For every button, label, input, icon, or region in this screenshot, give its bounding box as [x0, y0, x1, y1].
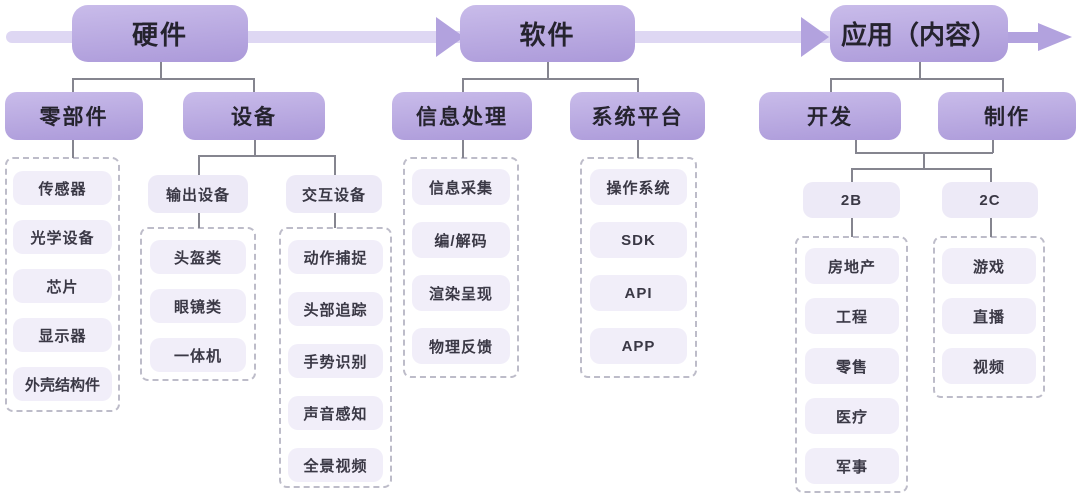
output-group-outline	[140, 227, 256, 381]
list-item: 渲染呈现	[412, 275, 510, 311]
list-item: 头部追踪	[288, 292, 383, 326]
connector-line	[72, 139, 74, 158]
connector-line	[851, 168, 853, 183]
node-2c: 2C	[942, 182, 1038, 218]
list-item: 工程	[805, 298, 899, 334]
node-devices: 设备	[183, 92, 325, 140]
connector-line	[851, 168, 991, 170]
list-item: SDK	[590, 222, 687, 258]
b2c-group-outline	[933, 236, 1045, 398]
connector-line	[1002, 78, 1004, 93]
node-components: 零部件	[5, 92, 143, 140]
components-group-outline	[5, 157, 120, 412]
list-item: 一体机	[150, 338, 246, 372]
list-item: 显示器	[13, 318, 112, 352]
info-group-outline	[403, 157, 519, 378]
connector-line	[830, 78, 1003, 80]
list-item: 军事	[805, 448, 899, 484]
connector-line	[254, 139, 256, 156]
arrow-right-icon	[436, 17, 464, 57]
arrow-right-icon	[801, 17, 829, 57]
connector-line	[72, 78, 253, 80]
stage-hardware: 硬件	[72, 5, 248, 62]
list-item: 光学设备	[13, 220, 112, 254]
connector-line	[160, 60, 162, 78]
node-development: 开发	[759, 92, 901, 140]
list-item: 房地产	[805, 248, 899, 284]
connector-line	[990, 217, 992, 237]
connector-line	[855, 139, 857, 153]
connector-line	[72, 78, 74, 93]
node-system-platform: 系统平台	[570, 92, 705, 140]
b2b-group-outline	[795, 236, 908, 493]
stage-application: 应用（内容）	[830, 5, 1008, 62]
list-item: 动作捕捉	[288, 240, 383, 274]
connector-line	[990, 168, 992, 183]
list-item: 声音感知	[288, 396, 383, 430]
interactive-group-outline	[279, 227, 392, 488]
node-interactive-devices: 交互设备	[286, 175, 382, 213]
list-item: 视频	[942, 348, 1036, 384]
list-item: 头盔类	[150, 240, 246, 274]
connector-line	[334, 155, 336, 176]
list-item: 零售	[805, 348, 899, 384]
list-item: 芯片	[13, 269, 112, 303]
connector-line	[198, 155, 200, 176]
list-item: 外壳结构件	[13, 367, 112, 401]
node-2b: 2B	[803, 182, 900, 218]
list-item: 传感器	[13, 171, 112, 205]
list-item: APP	[590, 328, 687, 364]
list-item: API	[590, 275, 687, 311]
connector-line	[547, 60, 549, 78]
arrow-right-icon	[1038, 23, 1072, 51]
platform-group-outline	[580, 157, 697, 378]
list-item: 信息采集	[412, 169, 510, 205]
connector-line	[198, 212, 200, 228]
connector-line	[462, 139, 464, 158]
connector-line	[462, 78, 464, 93]
list-item: 手势识别	[288, 344, 383, 378]
stage-software: 软件	[460, 5, 635, 62]
connector-line	[919, 60, 921, 78]
connector-line	[992, 139, 994, 153]
connector-line	[923, 152, 925, 169]
connector-line	[198, 155, 335, 157]
list-item: 眼镜类	[150, 289, 246, 323]
connector-line	[253, 78, 255, 93]
list-item: 编/解码	[412, 222, 510, 258]
connector-line	[851, 217, 853, 237]
node-production: 制作	[938, 92, 1076, 140]
node-output-devices: 输出设备	[148, 175, 248, 213]
list-item: 物理反馈	[412, 328, 510, 364]
connector-line	[462, 78, 638, 80]
connector-line	[334, 212, 336, 228]
list-item: 医疗	[805, 398, 899, 434]
connector-line	[637, 78, 639, 93]
node-info-processing: 信息处理	[392, 92, 532, 140]
list-item: 游戏	[942, 248, 1036, 284]
arrow-tail	[1008, 32, 1042, 43]
list-item: 操作系统	[590, 169, 687, 205]
list-item: 全景视频	[288, 448, 383, 482]
list-item: 直播	[942, 298, 1036, 334]
connector-line	[830, 78, 832, 93]
connector-line	[637, 139, 639, 158]
